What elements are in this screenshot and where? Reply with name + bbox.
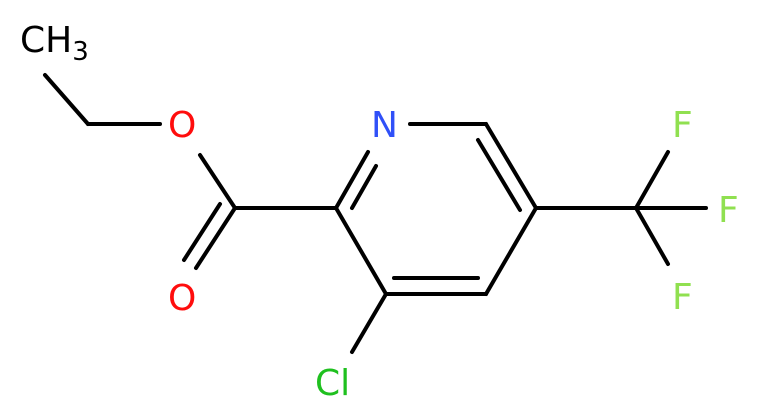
bond-c3-cl [350, 292, 388, 354]
bond-o-carbonyl-c [198, 153, 237, 210]
bonds [43, 73, 708, 354]
atom-labels: CH3 O O N Cl F F F [20, 20, 739, 404]
bond-carbonyl-double-1 [194, 206, 237, 270]
bond-c3-c2 [334, 206, 388, 296]
bond-c-f-top [634, 150, 670, 210]
fluorine-bottom-label: F [672, 277, 693, 318]
bond-c2-n-inner [350, 164, 378, 210]
fluorine-top-label: F [672, 105, 693, 146]
fluorine-right-label: F [718, 190, 739, 231]
ester-oxygen-label: O [168, 105, 196, 146]
bond-c5-c4 [484, 206, 538, 296]
bond-c2-n [334, 150, 370, 210]
bond-ch3-ch2 [43, 73, 90, 126]
bond-c-f-bottom [634, 206, 670, 266]
pyridine-nitrogen-label: N [371, 105, 398, 146]
chlorine-label: Cl [315, 363, 350, 404]
bond-carbonyl-double-2 [182, 202, 222, 262]
methyl-label: CH3 [20, 20, 89, 67]
bond-c6-c5 [484, 122, 538, 210]
bond-c6-c5-inner [476, 138, 522, 212]
carbonyl-oxygen-label: O [168, 278, 196, 319]
